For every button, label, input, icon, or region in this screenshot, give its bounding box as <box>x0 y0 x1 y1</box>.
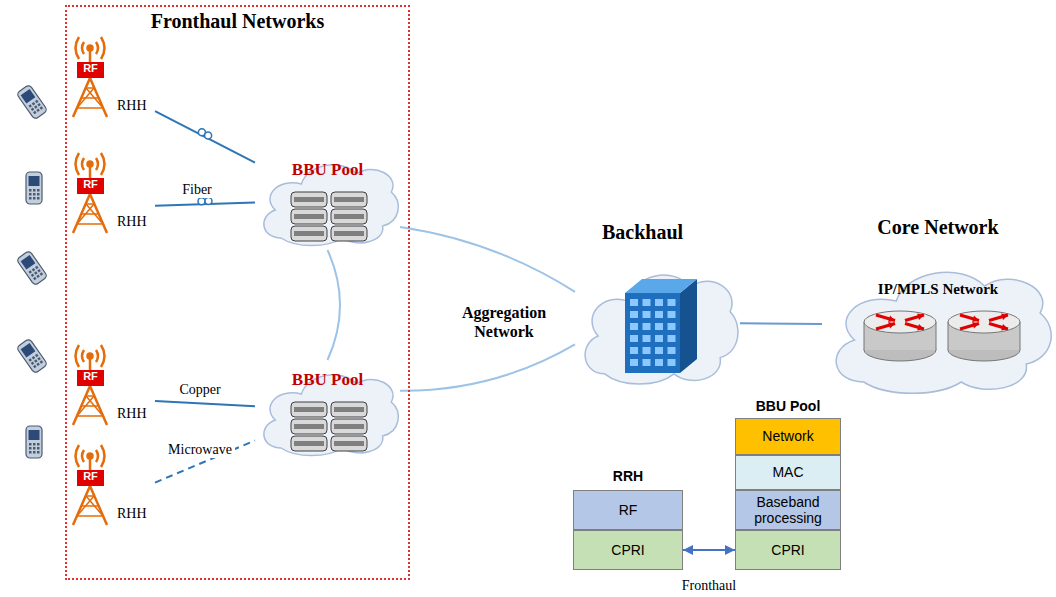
phone-icon <box>26 426 42 458</box>
core-network-cloud: Core NetworkIP/MPLS Network <box>822 250 1054 400</box>
link-line <box>155 111 255 163</box>
node-title: Fronthaul Networks <box>67 7 408 33</box>
node-title: Core Network <box>822 216 1054 239</box>
node-text: RHH <box>117 214 151 230</box>
phone-icon <box>26 172 42 204</box>
fiber-coil <box>205 197 212 204</box>
node-title: BBU Pool <box>735 398 841 418</box>
node-text: RHH <box>117 506 151 522</box>
tower-icon <box>73 153 107 233</box>
phone-icon <box>16 84 47 119</box>
stack-layer: Network <box>735 418 841 455</box>
link-line <box>400 344 575 390</box>
stack-layer: CPRI <box>735 530 841 570</box>
fiber-coil <box>198 198 205 205</box>
node-title: Baseband processing <box>736 491 840 529</box>
node-title: CPRI <box>574 531 682 569</box>
node-text: RHH <box>117 98 151 114</box>
protocol-stack: BBU PoolNetworkMACBaseband processingCPR… <box>735 398 841 570</box>
fronthaul-region: Fronthaul NetworksRFRHHRFRHHBBU PoolRFRH… <box>65 5 410 580</box>
stack-layer: MAC <box>735 455 841 490</box>
network-label: Aggregation Network <box>452 303 556 341</box>
bbu-pool-cloud: BBU Pool <box>255 150 400 250</box>
tower-icon <box>73 37 107 117</box>
radio-tower: RF RHH <box>77 178 155 236</box>
link-line <box>155 441 255 483</box>
node-title: Network <box>736 419 840 454</box>
node-title: BBU Pool <box>255 150 400 180</box>
building-icon <box>575 255 740 390</box>
link-line <box>155 401 255 406</box>
node-text: RHH <box>117 406 151 422</box>
link-line <box>683 549 735 551</box>
fiber-coil <box>205 132 212 139</box>
link-label: Microwave <box>165 442 235 458</box>
link-label: Fronthaul <box>679 578 739 594</box>
link-line <box>328 250 341 360</box>
node-title: RF <box>77 470 104 486</box>
stack-layer: RF <box>573 490 683 530</box>
node-title: MAC <box>736 456 840 489</box>
link-label: Copper <box>176 382 223 398</box>
tower-icon <box>73 445 107 525</box>
node-title: BBU Pool <box>255 360 400 390</box>
link-line <box>740 322 822 325</box>
node-title: RF <box>77 62 104 78</box>
node-title: CPRI <box>736 531 840 569</box>
server-icon <box>289 400 369 454</box>
phone-icon <box>16 338 47 373</box>
tower-icon <box>73 345 107 425</box>
phone-icon <box>16 250 47 285</box>
bbu-pool-cloud: BBU Pool <box>255 360 400 460</box>
link-line <box>400 227 575 292</box>
node-title: Backhaul <box>575 221 710 244</box>
protocol-stack: RRHRFCPRI <box>573 468 683 570</box>
stack-layer: CPRI <box>573 530 683 570</box>
link-label: Fiber <box>179 182 215 198</box>
radio-tower: RF RHH <box>77 470 155 528</box>
router-icon <box>822 250 1054 400</box>
radio-tower: RF RHH <box>77 370 155 428</box>
server-icon <box>289 190 369 244</box>
node-text: IP/MPLS Network <box>822 281 1054 298</box>
node-title: RRH <box>573 468 683 490</box>
node-title: RF <box>77 370 104 386</box>
backhaul-cloud: Backhaul <box>575 255 740 390</box>
stack-layer: Baseband processing <box>735 490 841 530</box>
node-title: RF <box>574 491 682 529</box>
node-title: RF <box>77 178 104 194</box>
radio-tower: RF RHH <box>77 62 155 120</box>
